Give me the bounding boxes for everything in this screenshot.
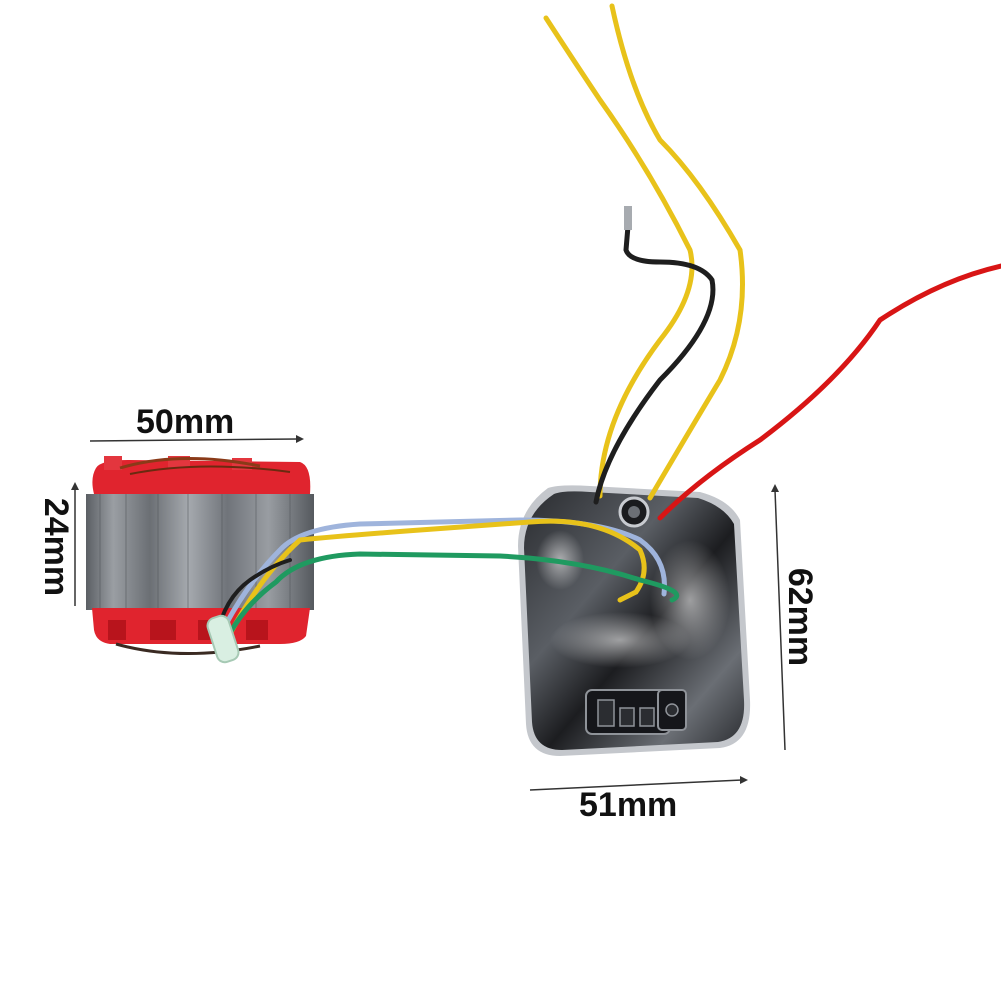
board-width-arrow (529, 779, 743, 791)
blue-wire (223, 517, 667, 627)
red-wire (657, 263, 1001, 521)
stator-height-label: 24mm (37, 497, 75, 597)
stator-width-arrow (89, 438, 299, 442)
yellow-wire (609, 3, 745, 501)
stator-width-label: 50mm (136, 403, 235, 441)
board-width-label: 51mm (579, 786, 678, 824)
motor-stator (86, 456, 314, 656)
yellow-wire (543, 15, 695, 499)
dimension-lines (71, 435, 786, 791)
board-height-arrow (774, 489, 786, 751)
brushless-driver-board (518, 485, 751, 756)
green-wire (219, 551, 680, 653)
board-height-label: 62mm (781, 567, 819, 667)
wire-bundle (206, 3, 1001, 664)
black-wire (593, 223, 716, 505)
